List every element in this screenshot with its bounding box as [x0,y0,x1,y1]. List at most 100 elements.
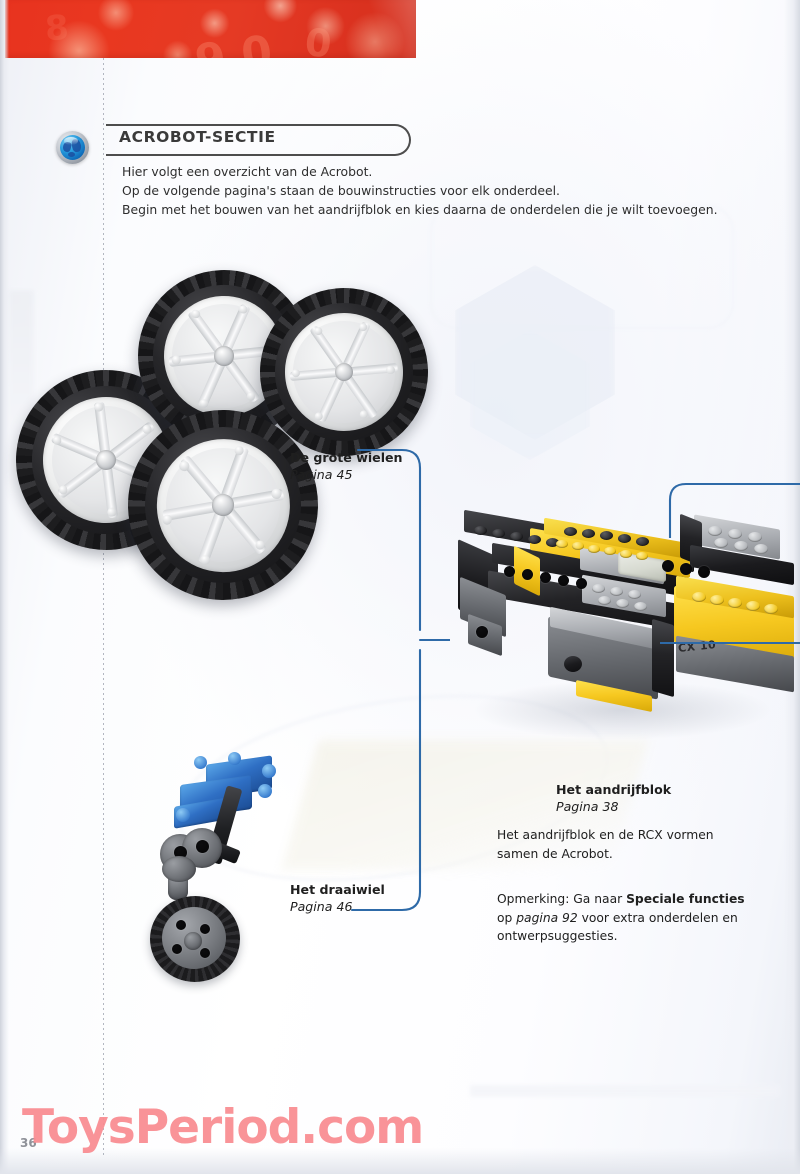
top-red-banner: 90 0 8 [5,0,416,58]
page-edge-right [784,0,800,1174]
brick-stud [692,592,706,602]
drive-block-photo: CX 10 [452,500,800,765]
wheel-stud [199,554,211,566]
brick-stud [708,526,722,536]
brick-stud [634,602,647,611]
globe-icon [56,131,89,164]
banner-digit-2: 0 [302,19,350,58]
brick-stud [764,604,778,614]
intro-line-1: Hier volgt een overzicht van de Acrobot. [122,164,373,179]
brick-stud [628,590,641,599]
page-edge-bottom [0,1148,800,1174]
brick-stud [528,535,541,544]
banner-sheen [356,0,416,58]
technic-hole [662,560,674,572]
caster-rim-hole [200,948,210,958]
caster-rim-hole [176,920,186,930]
brick-stud [474,526,487,535]
brick-stud [492,529,505,538]
extra-note-italic: pagina 92 [516,910,578,925]
caster-rim-hole [200,924,210,934]
blue-stud [194,756,207,769]
brick-stud [636,537,649,546]
brick-stud [592,584,605,593]
globe-icon-highlight [64,137,78,145]
intro-paragraph: Hier volgt een overzicht van de Acrobot.… [122,162,762,219]
technic-hole [540,572,551,583]
intro-line-2: Op de volgende pagina's staan de bouwins… [122,183,560,198]
blue-stud [176,808,190,822]
brick-stud [728,598,742,608]
blue-stud [262,764,276,778]
callout-page-ref: Pagina 45 [290,467,353,482]
callout-title: Het draaiwiel [290,882,385,897]
blue-stud [228,752,241,765]
callout-page-ref: Pagina 38 [556,799,619,814]
wheel-stud [198,398,209,409]
banner-digit-1: 90 [191,23,292,58]
intro-line-3: Begin met het bouwen van het aandrijfblo… [122,202,718,217]
extra-note-suffix: voor extra onderdelen en ontwerpsuggesti… [497,910,738,944]
brick-stud [616,599,629,608]
brick-stud [746,601,760,611]
swivel-joint-hole [174,846,187,859]
large-wheels-photo [5,257,436,618]
caster-hub [184,932,202,950]
brick-stud [582,529,595,538]
brick-stud [564,527,577,536]
callout-page-ref: Pagina 46 [290,899,353,914]
globe-icon-landmass [68,152,75,157]
brick-stud [610,587,623,596]
callout-title: De grote wielen [290,450,403,465]
technic-hole [522,569,533,580]
swivel-joint-disc [162,856,196,882]
brick-stud [714,538,728,548]
extra-note-prefix: Opmerking: Ga naar [497,892,627,906]
technic-hole [698,566,710,578]
callout-big-wheels: De grote wielen Pagina 45 [290,450,403,483]
brick-stud [728,529,742,539]
technic-hole [504,566,515,577]
bottom-beam [652,618,674,698]
technic-hole [680,563,692,575]
extra-note-middle: op [497,910,517,925]
extra-note-bold: Speciale functies [626,892,745,906]
banner-digit-3: 8 [43,6,87,50]
brick-stud [710,595,724,605]
drive-block-note: Het aandrijfblok en de RCX vormen samen … [497,828,714,861]
technic-hole [576,578,587,589]
brick-stud [618,534,631,543]
brick-stud [748,532,762,542]
brick-stud [556,540,568,548]
page-edge-left [0,0,9,1174]
technic-hole [476,626,488,638]
brick-stud [510,532,523,541]
caster-wheel-photo [150,750,350,990]
globe-icon-sphere [60,135,85,160]
brick-stud [546,538,559,547]
brick-stud [620,550,632,558]
wheel-stud [385,365,395,375]
brick-stud [754,544,768,554]
brick-stud [604,547,616,555]
blue-stud [258,784,272,798]
motor-axle-port [564,656,582,672]
extra-note: Opmerking: Ga naar Speciale functies op … [497,890,755,946]
banner-digit-pattern: 90 0 8 [5,0,416,58]
section-title-frame [106,124,411,156]
brick-stud [588,545,600,553]
swivel-joint-hole [196,840,209,853]
brick-stud [636,552,648,560]
caster-rim-hole [172,944,182,954]
page-number: 36 [20,1136,37,1150]
technic-hole [558,575,569,586]
callout-caster-wheel: Het draaiwiel Pagina 46 [290,882,385,915]
brick-stud [734,541,748,551]
page-title: ACROBOT-SECTIE [119,128,276,146]
brick-stud [600,531,613,540]
margin-dotted-line [103,58,104,1158]
callout-title: Het aandrijfblok [556,782,672,797]
brick-stud [598,596,611,605]
site-watermark: ToysPeriod.com [22,1100,424,1155]
